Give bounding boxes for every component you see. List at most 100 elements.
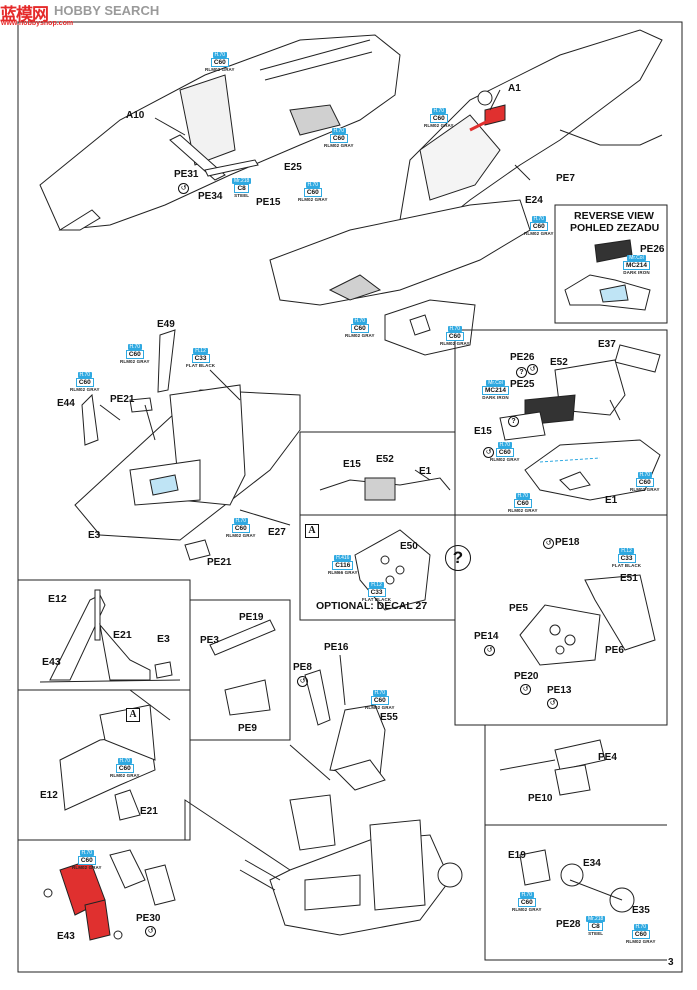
label-e37: E37: [598, 339, 616, 350]
label-e24: E24: [525, 195, 543, 206]
label-pe7: PE7: [556, 173, 575, 184]
watermark: 蓝模网 www.hobbyshop.com HOBBY SEARCH: [0, 0, 159, 32]
label-e19: E19: [508, 850, 526, 861]
label-pe4: PE4: [598, 752, 617, 763]
bend-symbol-icon: ↺: [145, 926, 156, 937]
label-pe5: PE5: [509, 603, 528, 614]
label-e49: E49: [157, 319, 175, 330]
label-pe15: PE15: [256, 197, 281, 208]
page-number: 3: [668, 957, 674, 968]
label-a1: A1: [508, 83, 521, 94]
label-e21-top: E21: [113, 629, 132, 641]
optional-mark-icon: ?: [516, 367, 527, 378]
label-pe26: PE26: [510, 352, 535, 363]
label-e1-mid: E1: [419, 466, 432, 477]
label-pe13: PE13: [547, 685, 572, 696]
label-pe3: PE3: [200, 635, 219, 646]
label-e52-top: E52: [550, 357, 568, 368]
label-e3-inset: E3: [157, 633, 170, 645]
fuselage-wall-right: [394, 29, 663, 251]
label-e50: E50: [400, 541, 418, 552]
bend-symbol-icon: ↺: [178, 183, 189, 194]
label-e15-top: E15: [474, 426, 492, 437]
page-frame: [17, 21, 683, 973]
label-pe6: PE6: [605, 645, 624, 656]
bend-symbol-icon: ↺: [297, 676, 308, 687]
label-pe28: PE28: [556, 919, 581, 930]
question-mark: ?: [445, 545, 471, 571]
label-e12-top: E12: [48, 593, 67, 605]
label-e34: E34: [583, 858, 601, 869]
label-e35: E35: [632, 905, 650, 916]
label-e52-mid: E52: [376, 454, 394, 465]
label-e44: E44: [57, 398, 75, 409]
bend-symbol-icon: ↺: [527, 364, 538, 375]
label-pe9: PE9: [238, 723, 257, 734]
reverse-view-label-en: REVERSE VIEW: [574, 210, 654, 222]
label-pe21-top: PE21: [110, 394, 135, 405]
reverse-view-label-cz: POHLED ZEZADU: [570, 222, 660, 234]
label-pe25: PE25: [510, 379, 535, 390]
label-e27: E27: [268, 527, 286, 538]
bend-symbol-icon: ↺: [547, 698, 558, 709]
label-e15-mid: E15: [343, 459, 361, 470]
label-pe8: PE8: [293, 662, 312, 673]
label-pe20: PE20: [514, 671, 539, 682]
label-pe10: PE10: [528, 793, 553, 804]
optional-mark-icon: ?: [508, 416, 519, 427]
bend-symbol-icon: ↺: [484, 645, 495, 656]
label-e1-right: E1: [605, 495, 618, 506]
label-a10: A10: [126, 110, 145, 121]
label-e51: E51: [620, 573, 638, 584]
label-pe34: PE34: [198, 191, 223, 202]
label-pe26-reverse: PE26: [640, 244, 665, 255]
label-e43-top: E43: [42, 656, 61, 668]
bend-symbol-icon: ↺: [543, 538, 554, 549]
label-pe30: PE30: [136, 913, 161, 924]
label-e12-mid: E12: [40, 790, 58, 801]
step-mark-a-left: A: [126, 708, 140, 722]
label-pe21-bottom: PE21: [207, 557, 232, 568]
optional-decal-note: OPTIONAL: DECAL 27: [316, 600, 428, 612]
label-pe19: PE19: [239, 612, 264, 623]
label-pe31: PE31: [174, 169, 199, 180]
label-pe16: PE16: [324, 642, 349, 653]
label-e55: E55: [380, 712, 398, 723]
label-e3-main: E3: [88, 530, 101, 541]
watermark-search: HOBBY SEARCH: [54, 3, 160, 18]
bend-symbol-icon: ↺: [483, 447, 494, 458]
label-pe18: PE18: [555, 537, 580, 548]
label-e25: E25: [284, 162, 302, 173]
watermark-site: www.hobbyshop.com: [1, 20, 74, 27]
label-pe14: PE14: [474, 631, 499, 642]
bend-symbol-icon: ↺: [520, 684, 531, 695]
label-e21-mid: E21: [140, 806, 158, 817]
